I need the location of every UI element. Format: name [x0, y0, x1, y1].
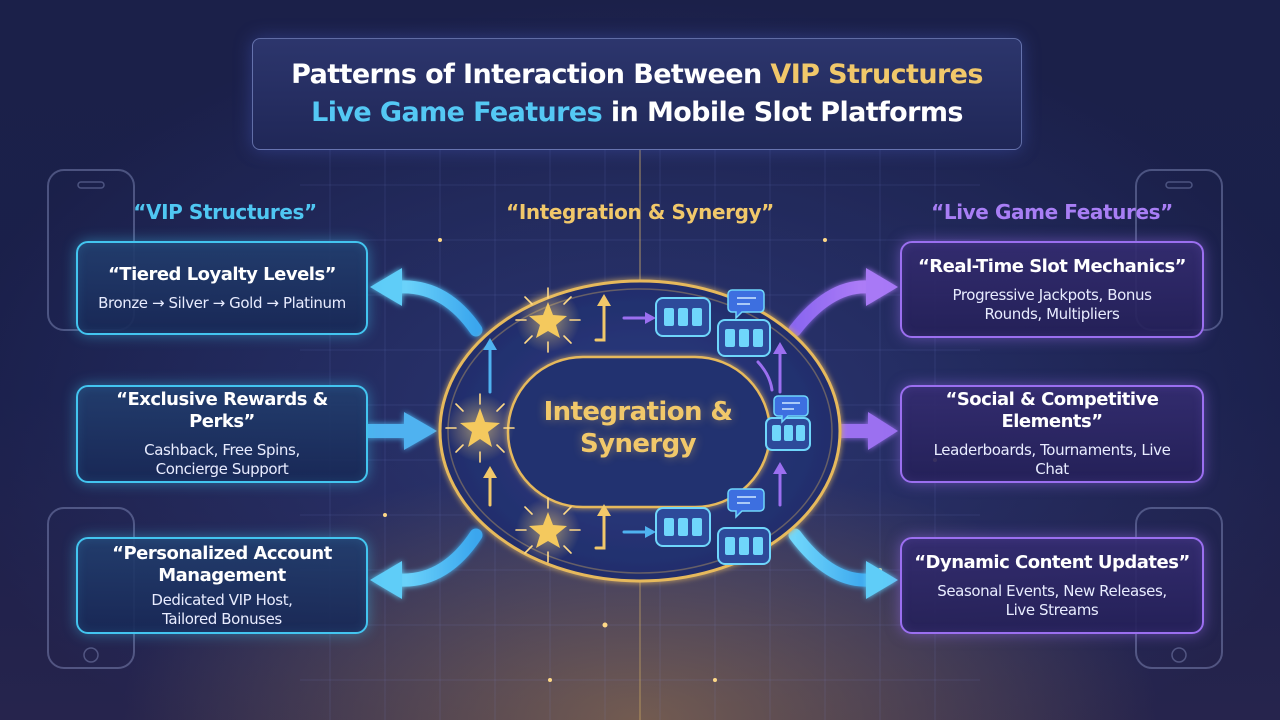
vip-card-tiered-loyalty: “Tiered Loyalty Levels” Bronze → Silver … — [76, 241, 368, 335]
card-description: Seasonal Events, New Releases, Live Stre… — [937, 581, 1167, 619]
arrow-icon — [393, 280, 483, 587]
vip-card-personalized-account: “Personalized Account Management Dedicat… — [76, 537, 368, 634]
star-burst-icon — [515, 497, 581, 563]
chat-bubble-lines — [737, 297, 800, 504]
star-burst-icon — [445, 393, 515, 463]
card-title: “Exclusive Rewards & Perks” — [116, 389, 328, 432]
title-highlight-live: Live Game Features — [311, 97, 603, 128]
arrow-icon-middle-right — [833, 412, 898, 450]
star-burst-icon — [515, 287, 581, 353]
arrow-icon-right — [788, 280, 875, 337]
arrow-icon-bottom-right — [788, 528, 875, 587]
arrow-icon-middle-left — [367, 412, 437, 450]
live-card-social-competitive: “Social & Competitive Elements” Leaderbo… — [900, 385, 1204, 483]
card-description: Bronze → Silver → Gold → Platinum — [98, 293, 346, 312]
title-text: Patterns of Interaction Between — [291, 59, 771, 90]
card-description: Progressive Jackpots, Bonus Rounds, Mult… — [952, 285, 1152, 323]
live-card-dynamic-content: “Dynamic Content Updates” Seasonal Event… — [900, 537, 1204, 634]
card-title: “Real-Time Slot Mechanics” — [917, 255, 1187, 277]
title-panel: Patterns of Interaction Between VIP Stru… — [252, 38, 1022, 150]
column-label-vip: “VIP Structures” — [133, 200, 317, 224]
grid-sparkles — [383, 238, 937, 682]
title-highlight-vip: VIP Structures — [770, 59, 983, 90]
card-description: Dedicated VIP Host, Tailored Bonuses — [151, 590, 293, 628]
slot-reels — [664, 308, 805, 555]
card-description: Cashback, Free Spins, Concierge Support — [144, 441, 300, 478]
vip-card-exclusive-rewards: “Exclusive Rewards & Perks” Cashback, Fr… — [76, 385, 368, 483]
card-title: “Tiered Loyalty Levels” — [107, 263, 337, 285]
column-label-integration: “Integration & Synergy” — [506, 200, 774, 224]
live-card-real-time-slot: “Real-Time Slot Mechanics” Progressive J… — [900, 241, 1204, 338]
title-text: in Mobile Slot Platforms — [602, 97, 964, 128]
card-description: Leaderboards, Tournaments, Live Chat — [933, 441, 1171, 478]
arrow-head-right-top — [866, 268, 898, 306]
title-line-2: Live Game Features in Mobile Slot Platfo… — [311, 94, 963, 132]
arrow-heads-left — [370, 268, 402, 599]
card-title: “Personalized Account Management — [112, 542, 332, 586]
flow-arrow-icon — [488, 300, 782, 550]
hub-label: Integration & Synergy — [543, 397, 733, 459]
card-title: “Dynamic Content Updates” — [914, 551, 1190, 573]
flow-arrow-heads — [483, 294, 787, 538]
title-line-1: Patterns of Interaction Between VIP Stru… — [291, 56, 983, 94]
column-label-live: “Live Game Features” — [931, 200, 1173, 224]
arrow-head-bottom-right — [866, 561, 898, 599]
card-title: “Social & Competitive Elements” — [945, 389, 1159, 432]
